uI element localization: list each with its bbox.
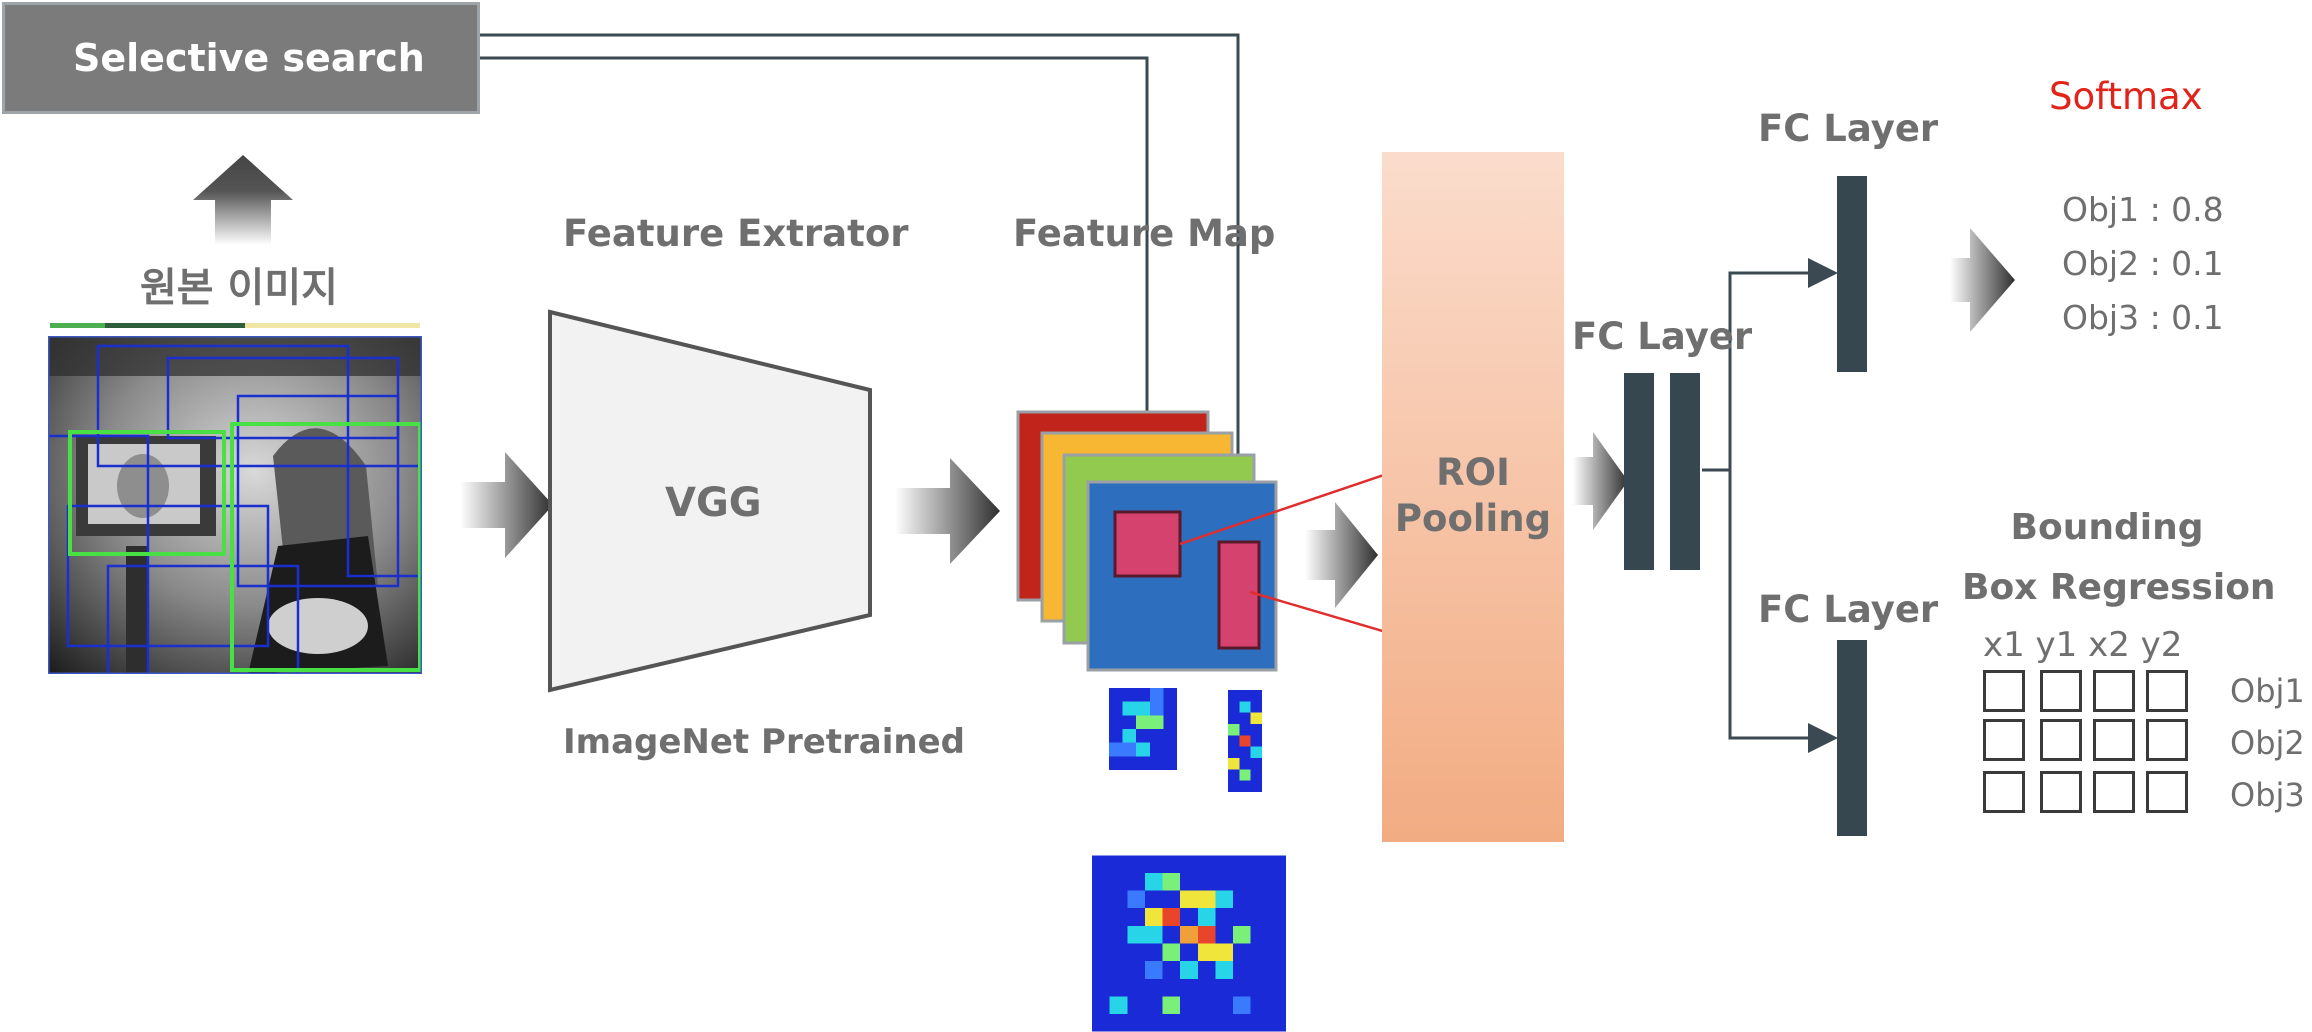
feature-heatmap-large [1092,855,1286,1032]
bbox-title: Bounding Box Regression [1962,507,2276,608]
block-arrow-4 [1573,432,1628,530]
fc-shared-label: FC Layer [1572,315,1753,358]
bbox-columns: x1 y1 x2 y2 [1983,625,2183,665]
bbox-cell [2040,719,2082,761]
input-image [48,336,422,674]
proposal-line-1 [480,56,1162,515]
branch-line-reg [1728,470,1838,753]
bbox-cell [2040,771,2082,813]
fc-bar-shared-b [1670,373,1700,570]
roi-heatmap-small-2 [1228,690,1262,792]
bbox-cell [2093,670,2135,712]
softmax-score-3: Obj3 : 0.1 [2062,298,2224,337]
bbox-cell [2093,771,2135,813]
bbox-cell [1983,771,2025,813]
roi-pooling-label: ROI Pooling [1394,451,1552,540]
bbox-cell [2146,719,2188,761]
roi-heatmap-small-1 [1108,688,1178,770]
bbox-cell [2146,771,2188,813]
bbox-cell [1983,670,2025,712]
bbox-row-label-2: Obj2 [2230,724,2305,762]
branch-line-cls [1702,258,1838,472]
softmax-score-1: Obj1 : 0.8 [2062,190,2224,229]
softmax-score-2: Obj2 : 0.1 [2062,244,2224,283]
selective-search-label: Selective search [73,36,425,80]
vgg-trapezoid [548,309,872,693]
input-image-label: 원본 이미지 [140,265,338,311]
block-arrow-1 [460,452,553,558]
up-arrow [193,155,293,245]
fc-cls-label: FC Layer [1758,107,1939,150]
extractor-subtitle: ImageNet Pretrained [563,722,965,762]
fc-bar-shared-a [1624,373,1654,570]
feature-map-title: Feature Map [1013,212,1276,255]
softmax-title: Softmax [2049,75,2203,118]
block-arrow-5 [1950,228,2015,332]
extractor-title: Feature Extrator [563,212,909,255]
fc-bar-cls [1837,176,1867,372]
bbox-row-label-1: Obj1 [2230,672,2305,710]
fc-reg-label: FC Layer [1758,588,1939,631]
bbox-row-label-3: Obj3 [2230,776,2305,814]
block-arrow-3 [1305,502,1378,608]
bbox-cell [2040,670,2082,712]
proposal-line-2 [480,33,1253,548]
bbox-cell [2093,719,2135,761]
fc-bar-reg [1837,640,1867,836]
block-arrow-2 [895,458,1000,564]
roi-pooling-panel [1382,152,1564,842]
vgg-label: VGG [665,480,762,526]
feature-map-stack [1016,410,1278,672]
bbox-cell [1983,719,2025,761]
selective-search-box: Selective search [2,2,480,114]
bbox-cell [2146,670,2188,712]
